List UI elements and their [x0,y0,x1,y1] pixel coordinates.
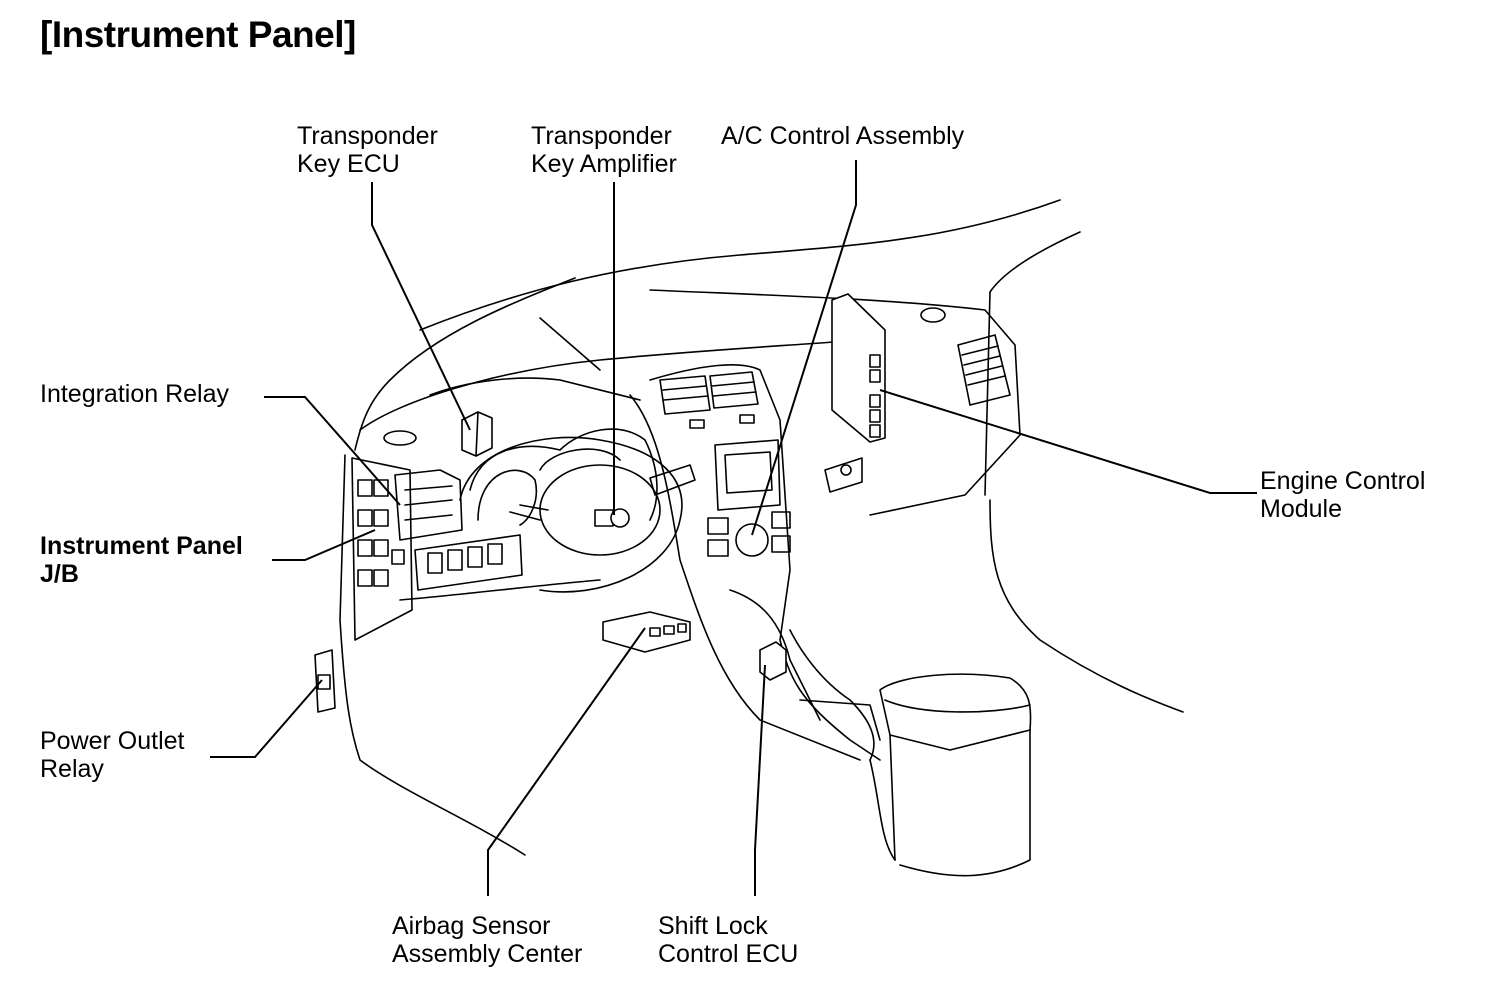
label-integration-relay: Integration Relay [40,380,230,408]
leader-lines [210,160,1257,896]
label-airbag-sensor-assembly-center: Airbag Sensor Assembly Center [392,912,583,968]
label-instrument-panel-jb: Instrument Panel J/B [40,532,243,588]
label-engine-control-module: Engine Control Module [1260,467,1426,523]
label-shift-lock-control-ecu: Shift Lock Control ECU [658,912,799,968]
label-transponder-key-ecu: Transponder Key ECU [297,122,438,178]
label-power-outlet-relay: Power Outlet Relay [40,727,185,783]
page-title: [Instrument Panel] [40,14,356,55]
label-ac-control-assembly: A/C Control Assembly [721,122,965,150]
label-transponder-key-amplifier: Transponder Key Amplifier [531,122,677,178]
dashboard-outline [314,199,1184,877]
